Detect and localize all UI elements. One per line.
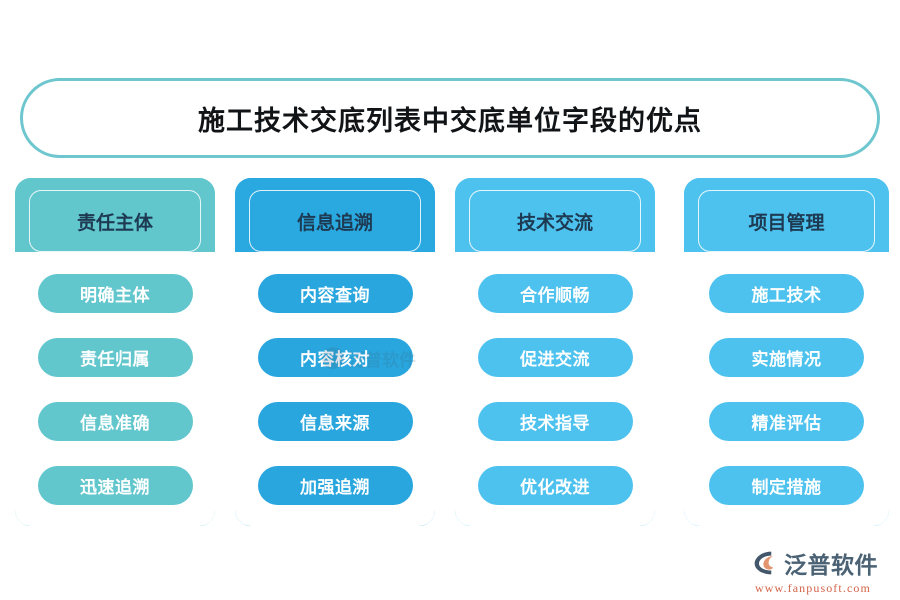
pill-label: 责任归属 — [80, 350, 150, 369]
pill-item[interactable]: 加强追溯 — [257, 466, 413, 505]
card-header-label: 项目管理 — [748, 212, 825, 234]
pill-item[interactable]: 精准评估 — [709, 402, 864, 441]
card-header-responsibility[interactable]: 责任主体 — [29, 190, 201, 252]
card-body: 施工技术 实施情况 精准评估 制定措施 — [684, 252, 889, 526]
pill-item[interactable]: 技术指导 — [477, 402, 633, 441]
card-body: 内容查询 内容核对 信息来源 加强追溯 — [235, 252, 435, 526]
card-body: 明确主体 责任归属 信息准确 迅速追溯 — [15, 252, 215, 526]
pill-item[interactable]: 内容核对 — [257, 338, 413, 377]
pill-item[interactable]: 内容查询 — [257, 274, 413, 313]
pill-item[interactable]: 明确主体 — [37, 274, 193, 313]
pill-label: 施工技术 — [751, 286, 822, 305]
pill-item[interactable]: 实施情况 — [709, 338, 864, 377]
brand-logo-row: 泛普软件 — [752, 546, 878, 580]
pill-label: 促进交流 — [520, 350, 590, 369]
fanpu-logo-icon — [754, 551, 773, 575]
card-header-label: 信息追溯 — [296, 212, 373, 234]
pill-item[interactable]: 优化改进 — [477, 466, 633, 505]
pill-label: 内容查询 — [300, 286, 370, 305]
pill-label: 制定措施 — [751, 478, 822, 497]
pill-label: 精准评估 — [751, 414, 822, 433]
pill-item[interactable]: 施工技术 — [709, 274, 864, 313]
pill-label: 实施情况 — [751, 350, 822, 369]
card-body: 合作顺畅 促进交流 技术指导 优化改进 — [455, 252, 655, 526]
card-header-label: 技术交流 — [516, 212, 593, 234]
card-header-project-management[interactable]: 项目管理 — [698, 190, 875, 252]
card-header-label: 责任主体 — [76, 212, 153, 234]
columns-row: 责任主体 明确主体 责任归属 信息准确 迅速追溯 — [0, 178, 900, 528]
pill-label: 信息准确 — [80, 414, 150, 433]
pill-item[interactable]: 责任归属 — [37, 338, 193, 377]
pill-label: 内容核对 — [300, 350, 370, 369]
pill-label: 技术指导 — [520, 414, 590, 433]
pill-item[interactable]: 信息来源 — [257, 402, 413, 441]
pill-item[interactable]: 促进交流 — [477, 338, 633, 377]
column-card-project-management: 项目管理 施工技术 实施情况 精准评估 制定措施 — [684, 178, 889, 526]
pill-label: 合作顺畅 — [520, 286, 590, 305]
pill-label: 优化改进 — [520, 478, 590, 497]
column-card-tech-exchange: 技术交流 合作顺畅 促进交流 技术指导 优化改进 — [455, 178, 655, 526]
pill-item[interactable]: 合作顺畅 — [477, 274, 633, 313]
title-box: 施工技术交底列表中交底单位字段的优点 — [20, 78, 880, 158]
brand-logo: 泛普软件 www.fanpusoft.com — [752, 546, 878, 596]
page-title: 施工技术交底列表中交底单位字段的优点 — [198, 105, 702, 136]
card-header-tech-exchange[interactable]: 技术交流 — [469, 190, 641, 252]
pill-item[interactable]: 信息准确 — [37, 402, 193, 441]
pill-label: 加强追溯 — [300, 478, 370, 497]
pill-label: 明确主体 — [80, 286, 150, 305]
pill-item[interactable]: 制定措施 — [709, 466, 864, 505]
brand-url: www.fanpusoft.com — [755, 581, 871, 595]
brand-name: 泛普软件 — [784, 552, 878, 578]
column-card-responsibility: 责任主体 明确主体 责任归属 信息准确 迅速追溯 — [15, 178, 215, 526]
card-header-traceability[interactable]: 信息追溯 — [249, 190, 421, 252]
pill-label: 信息来源 — [300, 414, 370, 433]
pill-item[interactable]: 迅速追溯 — [37, 466, 193, 505]
pill-label: 迅速追溯 — [80, 478, 150, 497]
column-card-traceability: 信息追溯 内容查询 内容核对 信息来源 加强追溯 — [235, 178, 435, 526]
